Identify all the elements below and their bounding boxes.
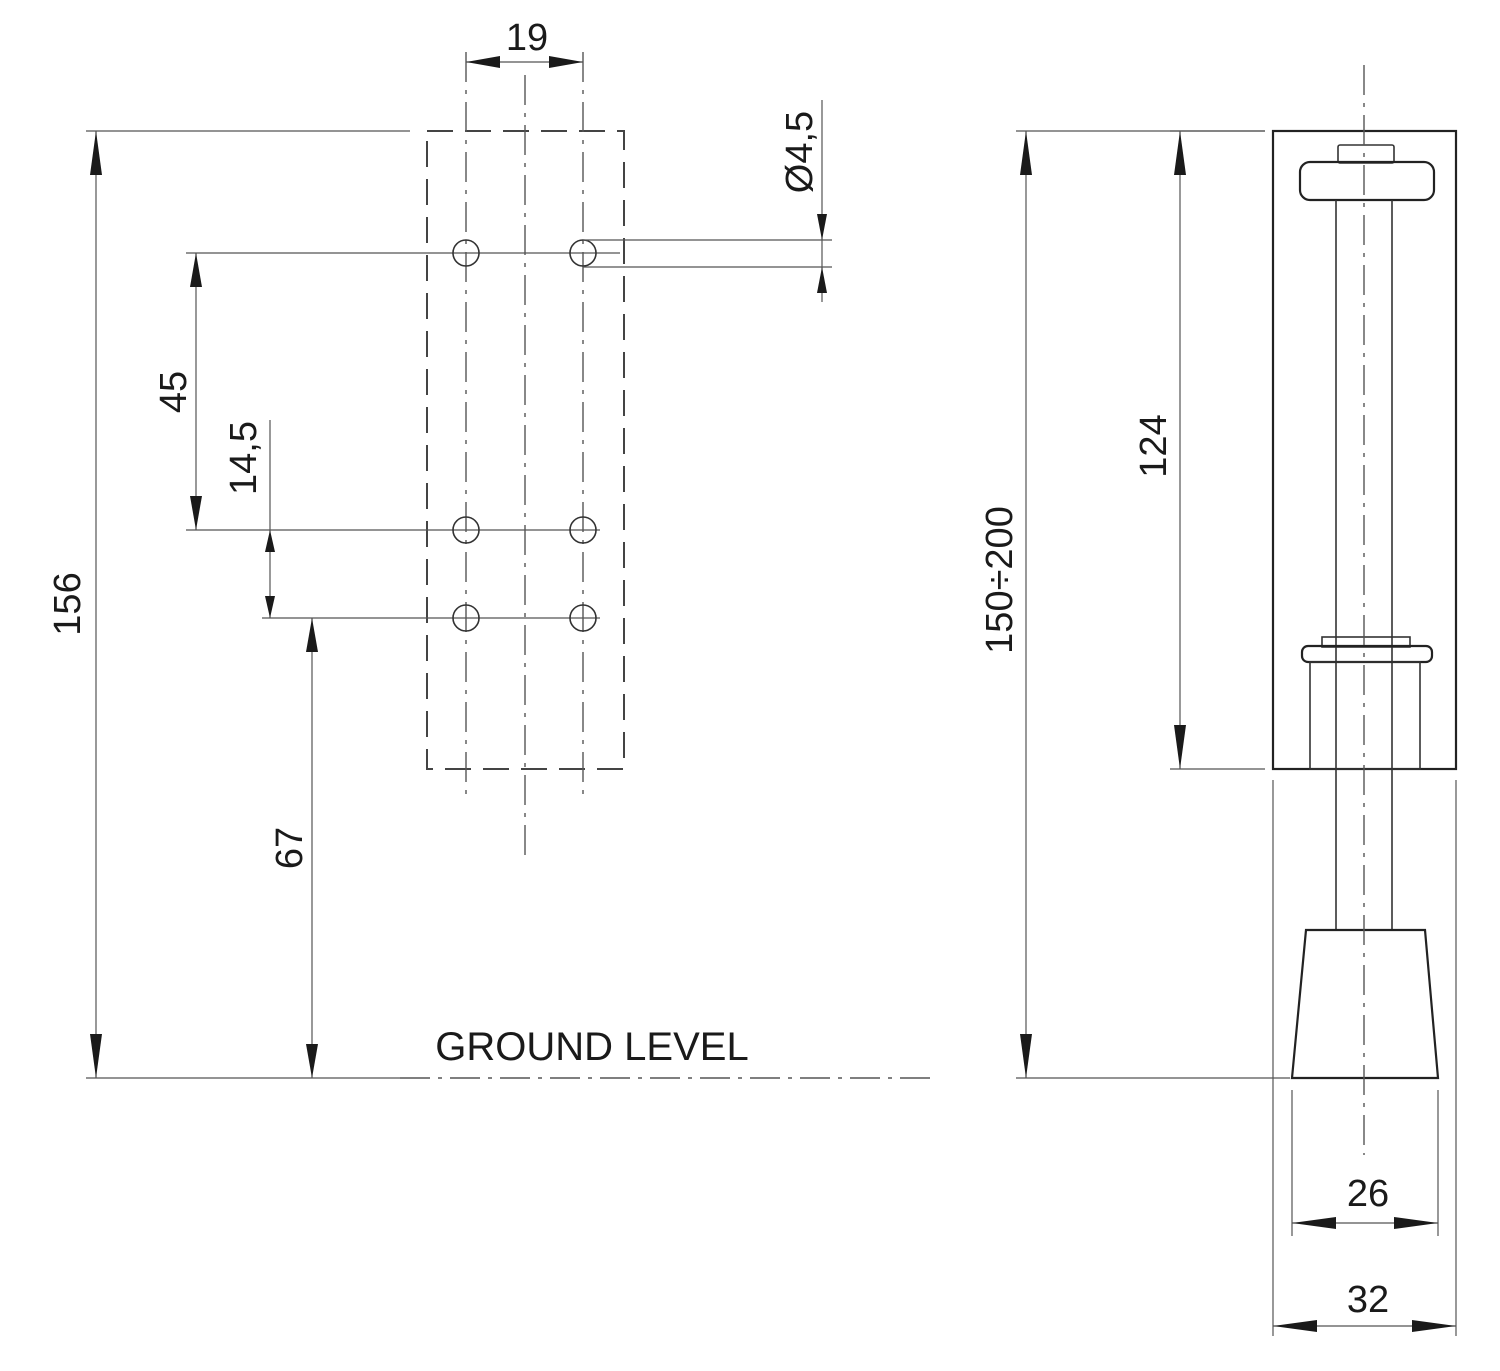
arrow — [1174, 131, 1186, 175]
guide-sleeve — [1309, 661, 1421, 770]
dim-bottom-hole-height: 67 — [269, 827, 311, 869]
dim-plate-height: 124 — [1133, 414, 1175, 477]
arrow — [1394, 1217, 1438, 1229]
arrow — [549, 56, 583, 68]
dim-lower-hole-spacing: 14,5 — [223, 421, 265, 495]
arrow — [466, 56, 500, 68]
arrow — [90, 1034, 102, 1078]
top-cap-pin — [1337, 144, 1395, 164]
arrow — [1020, 131, 1032, 175]
arrow — [1292, 1217, 1336, 1229]
ground-level-label: GROUND LEVEL — [435, 1025, 748, 1069]
arrow — [817, 267, 827, 293]
mounting-plate-view: 19 Ø4,5 45 14,5 67 156 GROUND LEVEL — [47, 17, 930, 1079]
hole — [569, 604, 597, 632]
dim-overall-width: 32 — [1347, 1279, 1389, 1321]
arrow — [1273, 1320, 1317, 1332]
arrow — [90, 131, 102, 175]
arrow — [265, 530, 275, 552]
arrow — [306, 618, 318, 652]
collar — [1300, 644, 1434, 664]
hole — [452, 604, 480, 632]
hole — [452, 239, 480, 267]
hole — [452, 516, 480, 544]
dim-total-height: 156 — [47, 572, 89, 635]
arrow — [817, 214, 827, 240]
top-cap — [1298, 160, 1436, 202]
dim-hole-diameter: Ø4,5 — [779, 111, 821, 193]
arrow — [265, 596, 275, 618]
arrow — [190, 253, 202, 287]
arrow — [1412, 1320, 1456, 1332]
rubber-foot — [1290, 928, 1440, 1080]
dim-hole-spacing-width: 19 — [506, 17, 548, 59]
dim-upper-hole-spacing: 45 — [153, 371, 195, 413]
arrow — [1020, 1034, 1032, 1078]
arrow — [190, 496, 202, 530]
hole — [569, 516, 597, 544]
dim-mount-height-range: 150÷200 — [979, 506, 1021, 654]
dim-foot-width: 26 — [1347, 1173, 1389, 1215]
door-stopper-view: 124 150÷200 26 32 — [979, 65, 1458, 1336]
arrow — [1174, 725, 1186, 769]
arrow — [306, 1044, 318, 1078]
